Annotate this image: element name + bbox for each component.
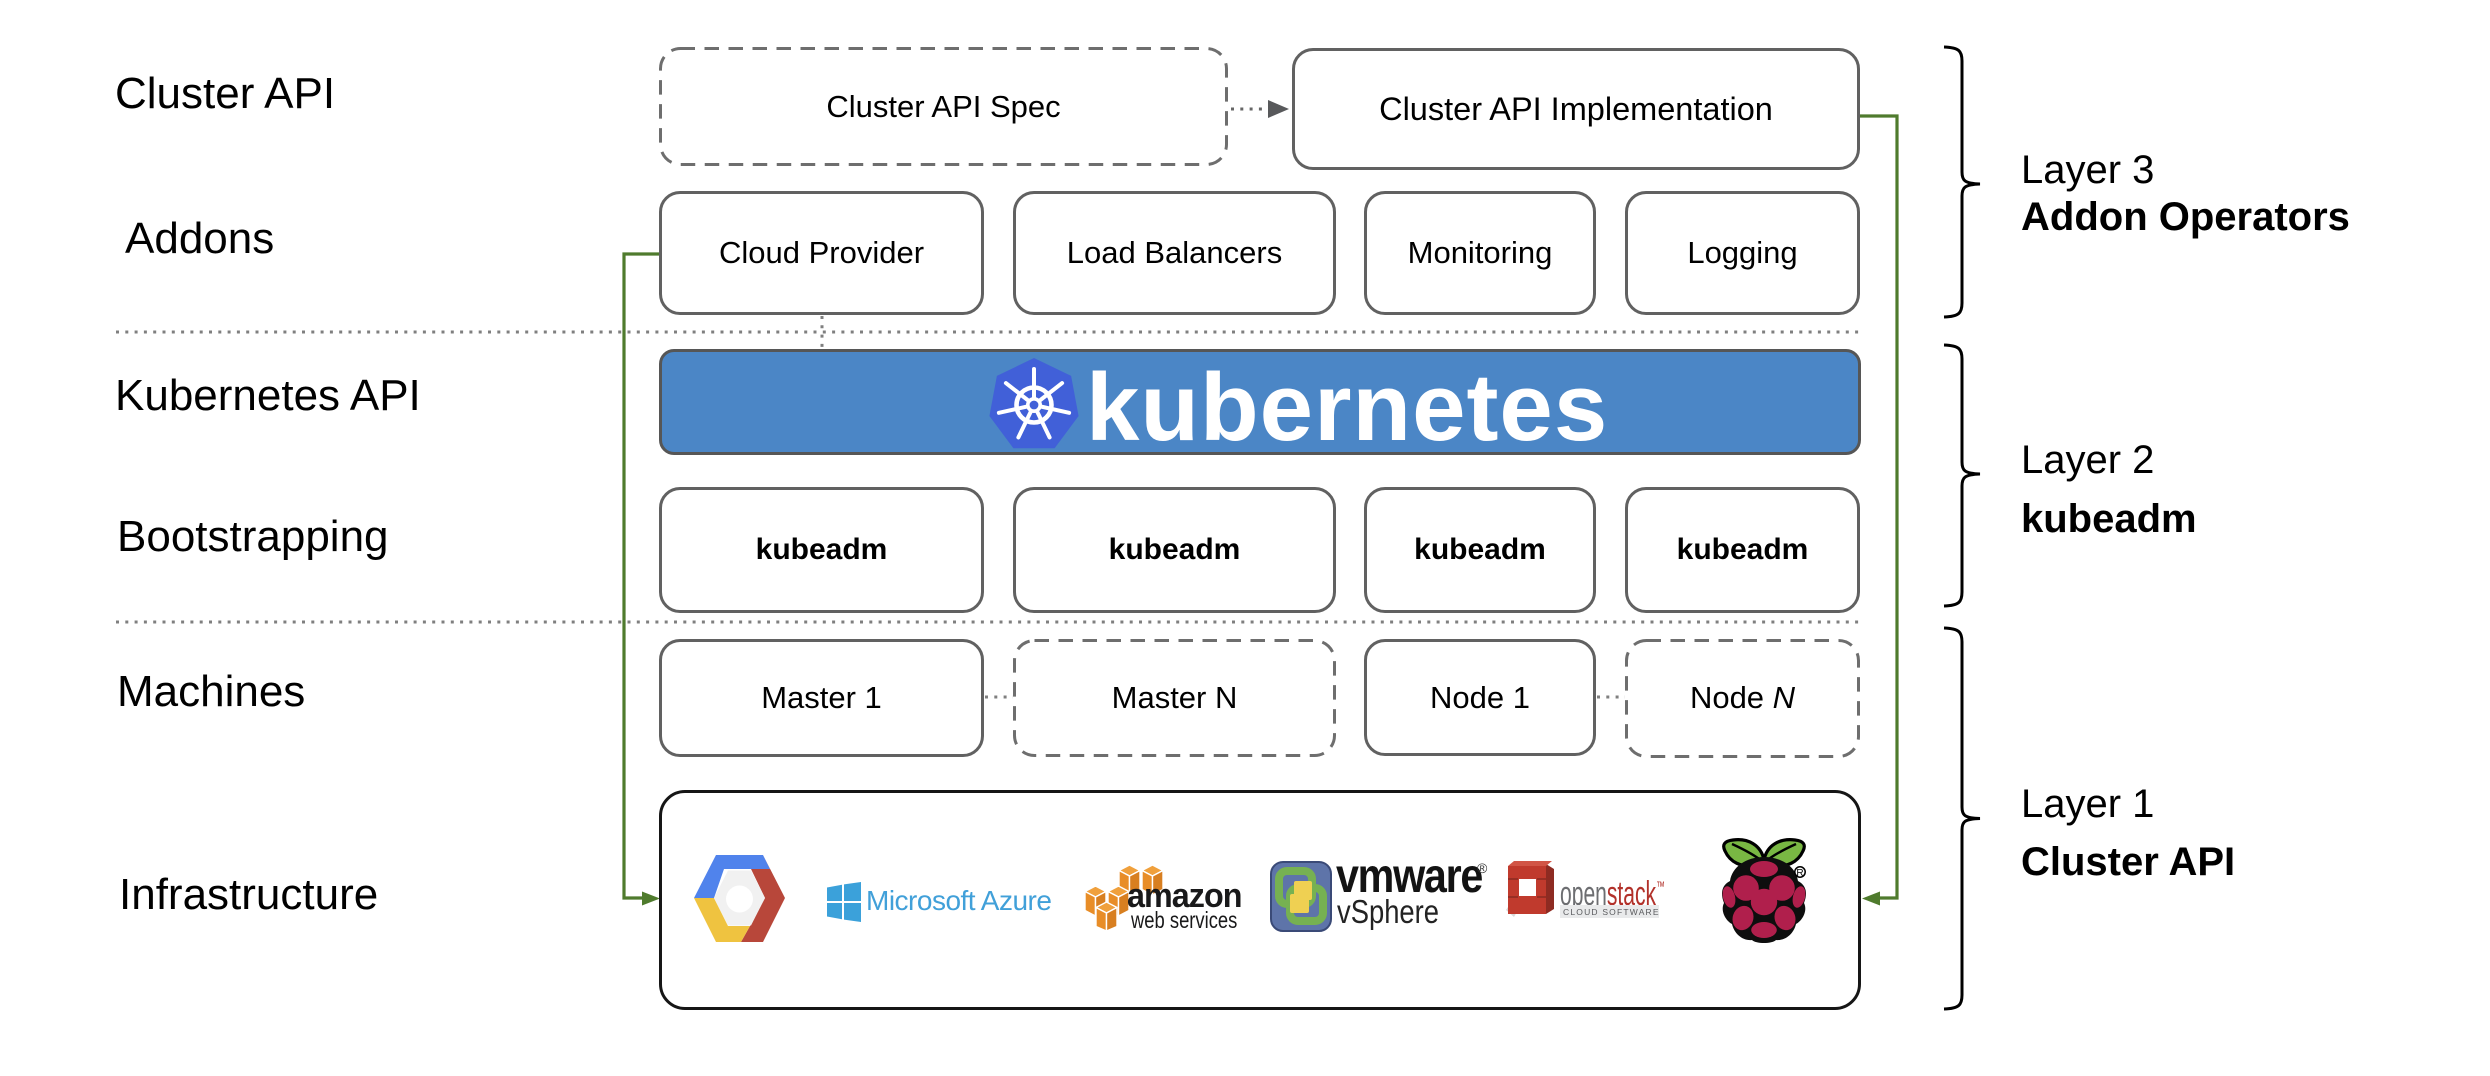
svg-text:R: R <box>1796 868 1803 879</box>
